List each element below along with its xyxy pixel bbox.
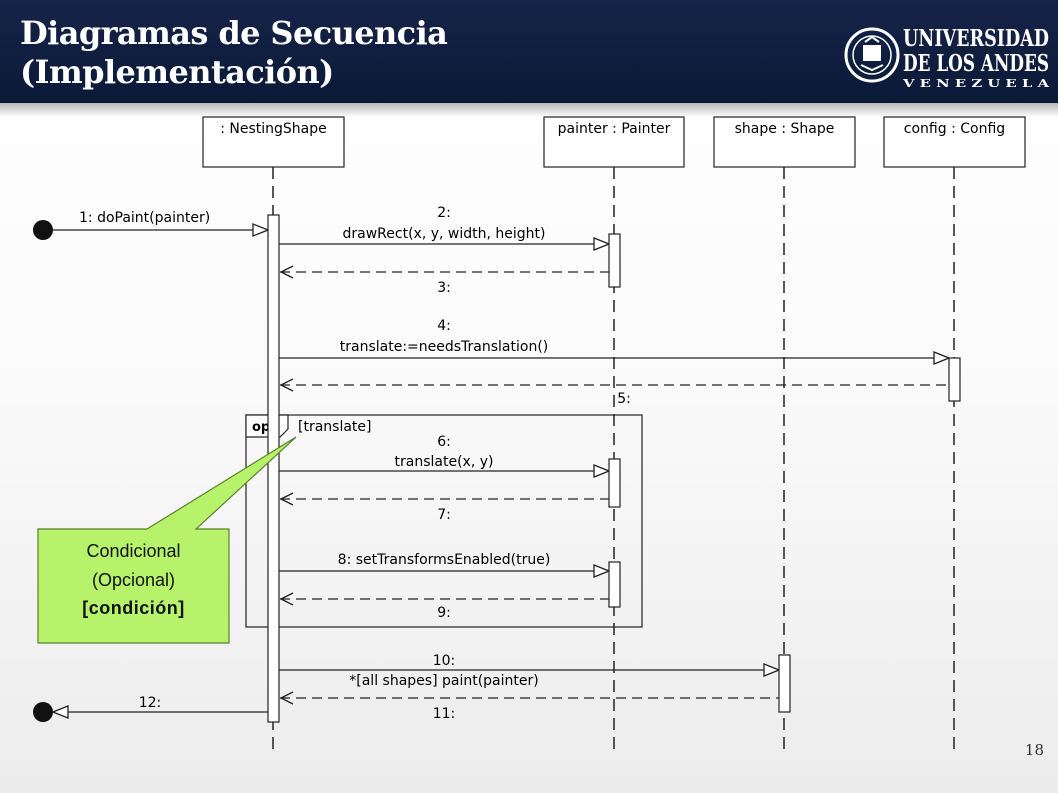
message-label: 7: <box>437 507 451 523</box>
message-label: *[all shapes] paint(painter) <box>349 673 538 689</box>
lifeline-shape: shape : Shape <box>713 116 856 756</box>
message-1: 1: doPaint(painter) <box>33 210 268 240</box>
slide-header <box>0 0 1058 103</box>
slide-title-line2: (Implementación) <box>20 53 334 91</box>
header-shadow <box>0 103 1058 117</box>
message-11: 11: <box>280 698 779 722</box>
slide-title: Diagramas de Secuencia (Implementación) <box>20 14 448 92</box>
message-label: 5: <box>617 391 631 407</box>
activation-bar-shape <box>778 654 791 713</box>
callout-line3: [condición] <box>82 598 185 618</box>
logo-line2: DE LOS ANDES <box>903 50 1049 77</box>
message-label: translate:=needsTranslation() <box>340 339 549 355</box>
message-6: 6: translate(x, y) <box>279 434 609 471</box>
message-9: 9: <box>280 599 609 621</box>
activation-bar-painter-2 <box>608 458 621 508</box>
activation-bar-painter-3 <box>608 561 621 608</box>
slide-title-line1: Diagramas de Secuencia <box>20 14 448 52</box>
message-2: 2: drawRect(x, y, width, height) <box>279 205 609 244</box>
fragment-guard: [translate] <box>298 419 372 435</box>
lifeline-nesting-shape: : NestingShape <box>202 116 345 756</box>
message-label: 8: setTransformsEnabled(true) <box>338 552 551 568</box>
activation-bar-nesting <box>267 214 280 723</box>
callout-line2: (Opcional) <box>91 569 176 590</box>
message-label: 3: <box>437 280 451 296</box>
university-logo: UNIVERSIDAD DE LOS ANDES V E N E Z U E L… <box>844 25 1050 90</box>
callout-text: Condicional (Opcional) [condición] <box>38 537 229 623</box>
message-7: 7: <box>280 499 609 523</box>
logo-line1: UNIVERSIDAD <box>903 25 1049 52</box>
message-number: 2: <box>437 205 451 221</box>
message-label: 11: <box>433 706 456 722</box>
message-4: 4: translate:=needsTranslation() <box>279 318 949 358</box>
page-number: 18 <box>1024 741 1044 759</box>
message-8: 8: setTransformsEnabled(true) <box>279 552 609 571</box>
message-label: 1: doPaint(painter) <box>79 210 210 226</box>
lost-message-dot <box>33 702 53 722</box>
university-seal-icon <box>844 27 900 83</box>
message-5: 5: <box>280 385 949 407</box>
message-label: translate(x, y) <box>395 454 494 470</box>
lifeline-label: config : Config <box>904 121 1005 137</box>
message-number: 10: <box>433 653 456 669</box>
activation-bar-config <box>948 357 961 402</box>
message-label: 9: <box>437 605 451 621</box>
lifeline-label: : NestingShape <box>220 121 327 137</box>
callout-line1: Condicional <box>86 541 181 561</box>
message-label: 12: <box>139 695 162 711</box>
message-10: 10: *[all shapes] paint(painter) <box>279 653 779 689</box>
message-12: 12: <box>33 695 268 722</box>
message-label: drawRect(x, y, width, height) <box>343 226 546 242</box>
activation-bar-painter-1 <box>608 233 621 288</box>
lifeline-config: config : Config <box>883 116 1026 756</box>
message-number: 4: <box>437 318 451 334</box>
message-number: 6: <box>437 434 451 450</box>
logo-line3: V E N E Z U E L A <box>902 77 1050 90</box>
found-message-dot <box>33 220 53 240</box>
lifeline-label: painter : Painter <box>558 121 671 137</box>
lifeline-label: shape : Shape <box>735 121 835 137</box>
message-3: 3: <box>280 272 609 296</box>
